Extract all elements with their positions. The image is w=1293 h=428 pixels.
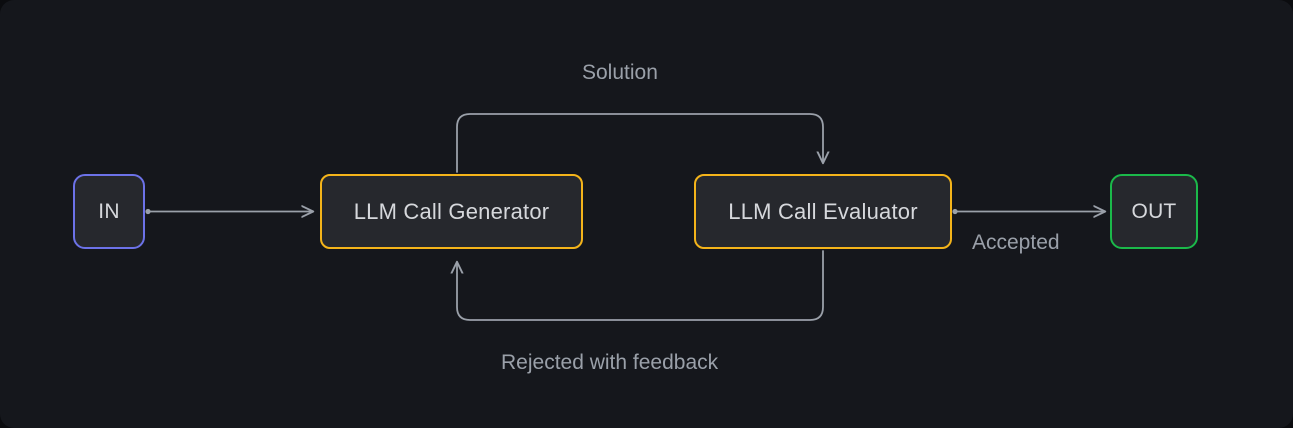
edge-evaluator-to-generator <box>457 250 824 321</box>
edge-evaluator-to-out <box>952 209 1105 214</box>
node-in[interactable]: IN <box>73 174 145 249</box>
edge-label-rejected-with-feedback: Rejected with feedback <box>501 351 719 374</box>
node-llm-call-evaluator[interactable]: LLM Call Evaluator <box>694 174 952 249</box>
node-llm-call-generator[interactable]: LLM Call Generator <box>320 174 583 249</box>
edge-in-to-generator <box>145 209 313 214</box>
edge-label-accepted: Accepted <box>972 231 1060 254</box>
edge-generator-to-evaluator <box>456 113 823 173</box>
node-out[interactable]: OUT <box>1110 174 1198 249</box>
edge-label-solution: Solution <box>582 61 658 84</box>
